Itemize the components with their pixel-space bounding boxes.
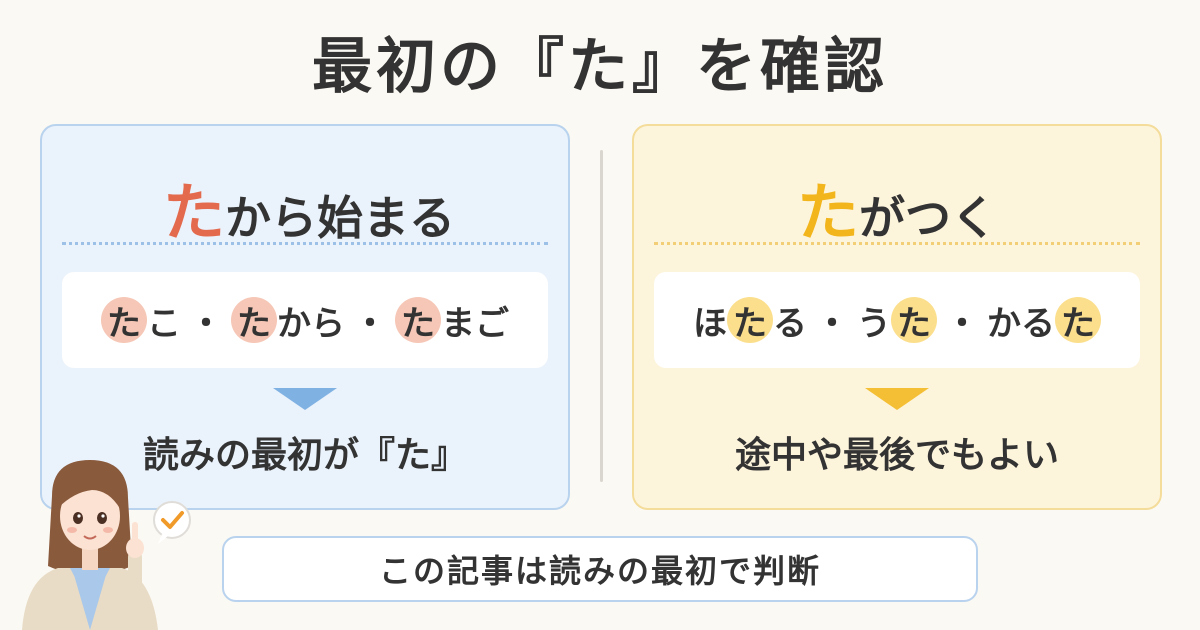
dotted-divider xyxy=(62,242,548,245)
word-part: こ xyxy=(147,303,181,344)
word-part: ほ xyxy=(693,303,727,344)
summary-banner: この記事は読みの最初で判断 xyxy=(222,536,978,602)
highlight-circle: た xyxy=(231,297,277,344)
right-heading: たがつく xyxy=(634,162,1160,252)
left-heading: たから始まる xyxy=(46,162,572,252)
right-heading-accent: た xyxy=(796,176,859,249)
highlight-circle: た xyxy=(395,297,441,344)
left-panel: たから始まる たこ ・ たから ・ たまご 読みの最初が『た』 xyxy=(40,124,570,510)
word-part: から xyxy=(277,303,345,344)
left-heading-accent: た xyxy=(162,176,225,249)
check-bubble-icon xyxy=(161,511,184,529)
word-separator: ・ xyxy=(815,303,849,344)
highlight-circle: た xyxy=(727,297,773,344)
teacher-character-illustration xyxy=(22,460,191,630)
right-result: 途中や最後でもよい xyxy=(734,435,1059,476)
down-arrow-icon xyxy=(865,388,929,410)
center-divider xyxy=(600,150,603,482)
left-heading-rest: から始まる xyxy=(225,191,455,245)
right-panel: たがつく ほたる ・ うた ・ かるた 途中や最後でもよい xyxy=(632,124,1162,510)
right-heading-rest: がつく xyxy=(859,191,997,245)
down-arrow-icon xyxy=(273,388,337,410)
word-part: る xyxy=(773,303,807,344)
word-separator: ・ xyxy=(945,303,979,344)
highlight-circle: た xyxy=(101,297,147,344)
right-example-words: ほたる ・ うた ・ かるた xyxy=(654,272,1140,368)
word-part: う xyxy=(857,303,891,344)
highlight-circle: た xyxy=(891,297,937,344)
word-part: かる xyxy=(987,303,1055,344)
word-separator: ・ xyxy=(189,303,223,344)
page-title: 最初の『た』を確認 xyxy=(312,32,888,102)
word-part: まご xyxy=(441,303,509,344)
word-separator: ・ xyxy=(353,303,387,344)
highlight-circle: た xyxy=(1055,297,1101,344)
dotted-divider xyxy=(654,242,1140,245)
left-result: 読みの最初が『た』 xyxy=(142,435,467,476)
left-example-words: たこ ・ たから ・ たまご xyxy=(62,272,548,368)
